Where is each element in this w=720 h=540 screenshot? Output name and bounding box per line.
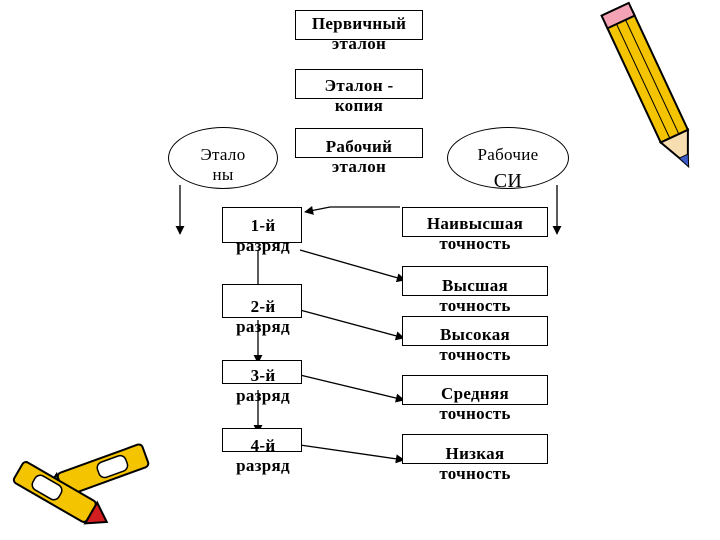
crayon-icon [12, 461, 109, 525]
rank-label-3: 3-й разряд [236, 366, 290, 405]
arrow-rank3-mid [299, 374, 405, 403]
working-standard-box [295, 128, 423, 158]
accuracy-label-1: Наивысшая точность [426, 214, 524, 253]
accuracy-label-3: Высокая точность [439, 325, 511, 364]
copy-standard-label: Эталон - копия [324, 76, 394, 115]
arrow-rank4-low [299, 444, 405, 464]
rank-label-1: 1-й разряд [236, 216, 290, 255]
rank-label-4: 4-й разряд [236, 436, 290, 475]
working-instruments-ellipse [447, 127, 569, 189]
rank-box-1 [222, 207, 302, 243]
accuracy-box-2 [402, 266, 548, 296]
standards-ellipse-label: Этало ны [200, 145, 246, 184]
working-standard-label: Рабочий эталон [325, 137, 393, 176]
pencil-icon [600, 1, 690, 169]
accuracy-box-4 [402, 375, 548, 405]
rank-label-2: 2-й разряд [236, 297, 290, 336]
copy-standard-box [295, 69, 423, 99]
accuracy-label-5: Низкая точность [439, 444, 511, 483]
working-instruments-label-si: СИ [493, 170, 523, 192]
arrow-to-rank-1 [304, 205, 331, 215]
rank-box-4 [222, 428, 302, 452]
standards-ellipse [168, 127, 278, 189]
primary-standard-box [295, 10, 423, 40]
accuracy-box-3 [402, 316, 548, 346]
arrow-rank1-high [299, 249, 406, 283]
accuracy-label-2: Высшая точность [439, 276, 511, 315]
arrow-rank2-high [299, 309, 405, 341]
primary-standard-label: Первичный эталон [311, 14, 407, 53]
accuracy-label-4: Средняя точность [439, 384, 511, 423]
rank-box-2 [222, 284, 302, 318]
accuracy-box-5 [402, 434, 548, 464]
accuracy-box-1 [402, 207, 548, 237]
rank-box-3 [222, 360, 302, 384]
working-instruments-label: Рабочие [477, 145, 539, 164]
